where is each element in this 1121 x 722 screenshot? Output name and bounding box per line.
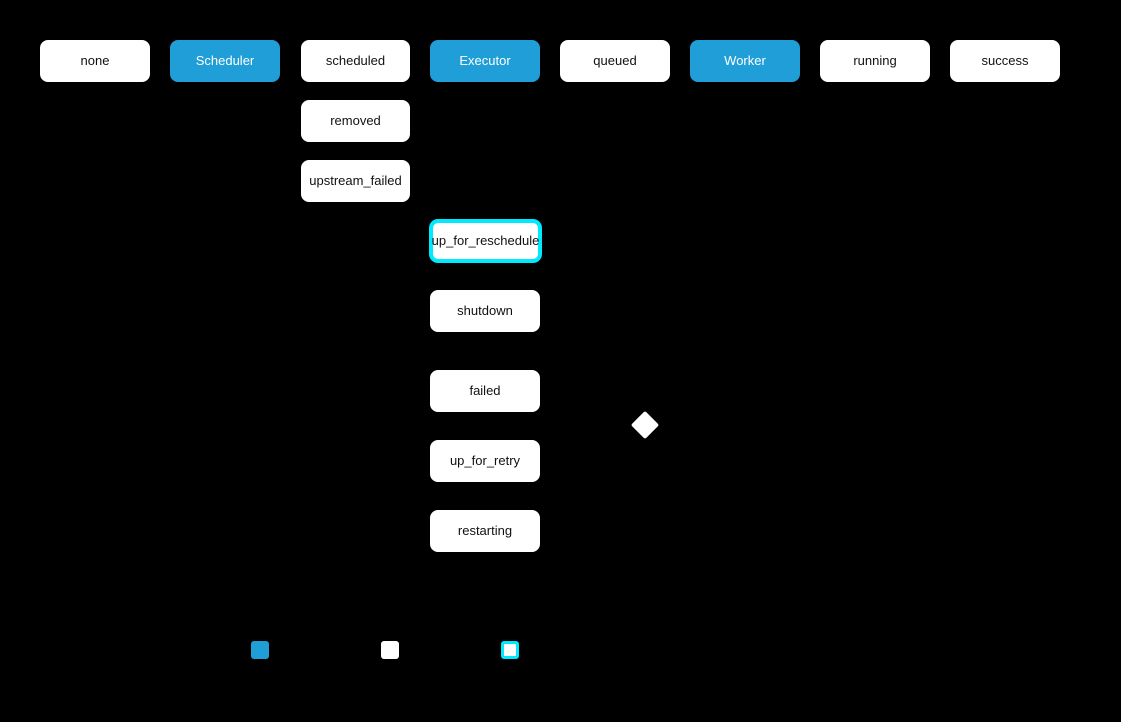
- node-label: up_for_reschedule: [431, 232, 540, 248]
- node-worker[interactable]: Worker: [690, 40, 800, 82]
- node-upstream_failed[interactable]: upstream_failed: [301, 160, 410, 202]
- node-label: upstream_failed: [309, 172, 402, 188]
- node-none[interactable]: none: [40, 40, 150, 82]
- node-executor[interactable]: Executor: [430, 40, 540, 82]
- node-up_for_retry[interactable]: up_for_retry: [430, 440, 540, 482]
- node-label: Executor: [459, 52, 511, 68]
- edge-scheduler-to-removed: [279, 60, 302, 122]
- node-scheduler[interactable]: Scheduler: [170, 40, 280, 82]
- node-label: restarting: [457, 522, 513, 538]
- node-label: failed: [469, 382, 501, 398]
- legend-state[interactable]: [381, 641, 407, 659]
- legend-actor[interactable]: [251, 641, 277, 659]
- node-restarting[interactable]: restarting: [430, 510, 540, 552]
- node-label: shutdown: [457, 302, 513, 318]
- node-label: none: [80, 52, 110, 68]
- legend-swatch-state: [381, 641, 399, 659]
- node-label: queued: [593, 52, 637, 68]
- edge-executor-to-up_for_reschedule: [429, 60, 541, 242]
- legend-swatch-actor: [251, 641, 269, 659]
- edge-executor-to-shutdown: [429, 60, 541, 312]
- node-label: success: [981, 52, 1029, 68]
- edge-scheduler-to-upstream_failed: [279, 60, 302, 182]
- node-up_for_reschedule[interactable]: up_for_reschedule: [430, 220, 541, 262]
- node-label: Worker: [724, 52, 766, 68]
- node-label: Scheduler: [195, 52, 255, 68]
- node-removed[interactable]: removed: [301, 100, 410, 142]
- legend-current[interactable]: [501, 641, 527, 659]
- node-label: running: [853, 52, 897, 68]
- node-scheduled[interactable]: scheduled: [301, 40, 410, 82]
- diamond-marker: [630, 410, 660, 440]
- node-label: removed: [330, 112, 381, 128]
- legend-swatch-current: [501, 641, 519, 659]
- node-running[interactable]: running: [820, 40, 930, 82]
- node-queued[interactable]: queued: [560, 40, 670, 82]
- node-success[interactable]: success: [950, 40, 1060, 82]
- node-label: up_for_retry: [449, 452, 521, 468]
- node-label: scheduled: [325, 52, 386, 68]
- node-failed[interactable]: failed: [430, 370, 540, 412]
- node-shutdown[interactable]: shutdown: [430, 290, 540, 332]
